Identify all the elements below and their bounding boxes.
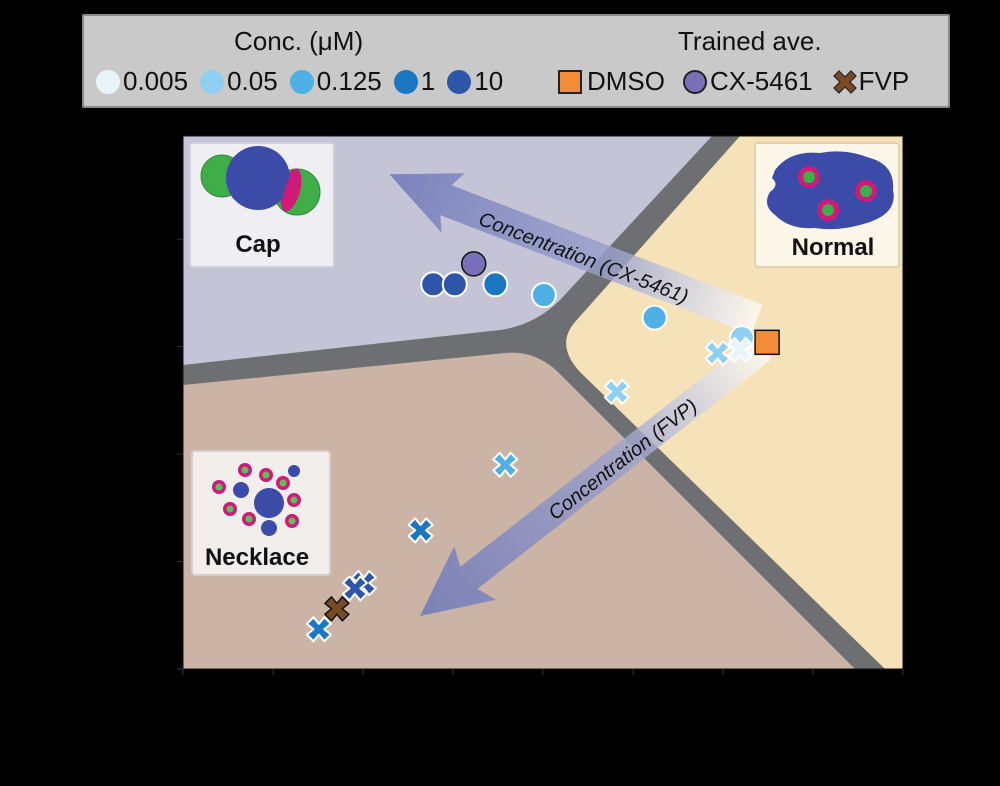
normal-panel: Normal — [754, 142, 900, 268]
cap-panel: Cap — [189, 142, 335, 268]
legend-label: 1 — [420, 66, 436, 96]
legend-dot-icon — [96, 69, 120, 94]
cx5461-trained-point — [460, 251, 487, 277]
legend: Conc. (μM) 0.005 0.05 0.125 1 10 Trained… — [82, 14, 950, 108]
legend-conc-item: 10 — [447, 66, 503, 97]
necklace-panel: Necklace — [191, 450, 331, 576]
legend-trained-item: DMSO — [558, 66, 665, 97]
necklace-label: Necklace — [205, 544, 309, 571]
legend-conc-item: 1 — [393, 66, 436, 97]
fvp-point — [704, 340, 731, 367]
necklace-cell-icon — [212, 463, 301, 536]
cx5461-point — [441, 271, 468, 298]
square-marker-icon — [558, 69, 582, 94]
circle-marker-icon — [683, 69, 707, 94]
cx5461-point — [420, 271, 447, 298]
legend-label: CX-5461 — [710, 66, 813, 96]
legend-conc-row: 0.005 0.05 0.125 1 10 — [96, 66, 515, 97]
cap-cell-icon — [200, 146, 321, 216]
fvp-point — [603, 378, 630, 405]
legend-label: 0.05 — [227, 66, 278, 96]
legend-conc-item: 0.125 — [289, 66, 382, 97]
legend-trained-item: FVP — [831, 66, 910, 97]
axis-ticks — [177, 238, 904, 675]
fvp-point — [305, 616, 332, 643]
legend-trained-item: CX-5461 — [683, 66, 813, 97]
legend-dot-icon — [393, 69, 418, 94]
legend-trained-title: Trained ave. — [678, 26, 822, 56]
cx5461-point — [530, 282, 557, 309]
legend-label: DMSO — [587, 66, 665, 96]
cx5461-point — [482, 271, 509, 298]
fvp-point — [727, 336, 754, 363]
legend-label: 0.005 — [123, 66, 189, 96]
fvp-point — [492, 451, 519, 478]
cap-label: Cap — [235, 231, 280, 258]
legend-conc-item: 0.05 — [200, 66, 278, 97]
fvp-point — [341, 575, 368, 602]
legend-label: FVP — [858, 66, 910, 96]
legend-dot-icon — [200, 69, 225, 94]
dmso-trained-point — [754, 329, 780, 356]
legend-label: 10 — [474, 66, 504, 96]
data-points — [305, 251, 780, 643]
legend-dot-icon — [289, 69, 314, 94]
cx5461-point — [641, 304, 668, 331]
normal-cell-icon — [766, 151, 894, 230]
fvp-trained-point — [324, 596, 350, 622]
legend-conc-title: Conc. (μM) — [234, 26, 364, 56]
normal-label: Normal — [792, 234, 875, 261]
legend-conc-item: 0.005 — [96, 66, 188, 97]
legend-label: 0.125 — [316, 66, 382, 96]
fvp-point — [407, 517, 434, 544]
legend-dot-icon — [447, 69, 472, 94]
legend-trained-row: DMSO CX-5461 FVP — [558, 66, 921, 97]
cross-marker-icon — [832, 69, 857, 94]
